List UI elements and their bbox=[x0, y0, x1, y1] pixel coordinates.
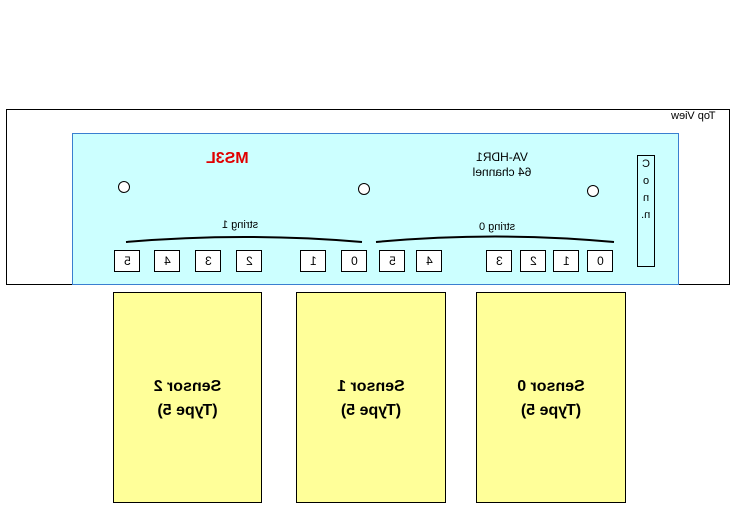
mounting-hole-right bbox=[587, 185, 599, 197]
string-1-port: 5 bbox=[114, 250, 140, 272]
sensor-type: (Type 5) bbox=[340, 402, 402, 419]
sensor-2-box: Sensor 2 (Type 5) bbox=[113, 292, 262, 503]
connector: C o n n. bbox=[637, 155, 655, 267]
string-1-port: 0 bbox=[341, 250, 367, 272]
string-0-port: 4 bbox=[416, 250, 442, 272]
string-0-port: 1 bbox=[553, 250, 579, 272]
sensor-name: Sensor 2 bbox=[153, 378, 222, 395]
sensor-name: Sensor 1 bbox=[337, 378, 405, 395]
sensor-type: (Type 5) bbox=[157, 402, 218, 419]
sensor-1-box: Sensor 1 (Type 5) bbox=[296, 292, 446, 503]
sensor-type: (Type 5) bbox=[520, 402, 582, 419]
string-1-port: 2 bbox=[236, 250, 262, 272]
sensor-name: Sensor 0 bbox=[517, 378, 585, 395]
string-1-label: string 1 bbox=[221, 219, 259, 231]
mounting-hole-center bbox=[358, 183, 370, 195]
string-0-port: 0 bbox=[587, 250, 613, 272]
string-0-port: 2 bbox=[520, 250, 546, 272]
string-1-port: 1 bbox=[300, 250, 326, 272]
sensor-0-box: Sensor 0 (Type 5) bbox=[476, 292, 626, 503]
string-1-port: 4 bbox=[154, 250, 180, 272]
string-0-port: 5 bbox=[379, 250, 405, 272]
string-0-port: 3 bbox=[486, 250, 512, 272]
string-1-port: 3 bbox=[195, 250, 221, 272]
string-0-label: string 0 bbox=[478, 221, 516, 233]
mounting-hole-left bbox=[118, 181, 130, 193]
